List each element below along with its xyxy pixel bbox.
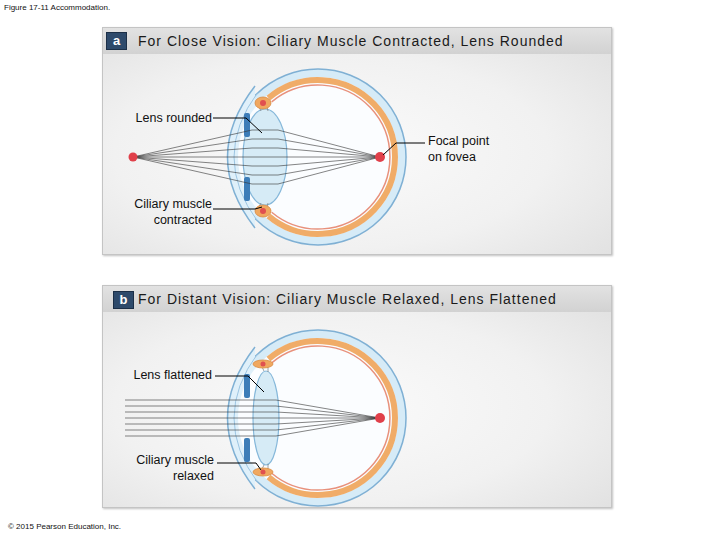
ray	[133, 148, 380, 157]
eye-distant	[125, 330, 406, 506]
panel-letter-badge: b	[113, 291, 134, 309]
ray	[133, 139, 380, 157]
ciliary-muscle	[253, 468, 273, 476]
part-label: Lens flattened	[100, 367, 212, 383]
part-label: Ciliary muscle relaxed	[100, 452, 214, 484]
ciliary-muscle-core	[261, 362, 266, 367]
part-label: Focal point on fovea	[428, 133, 503, 165]
ray	[133, 157, 380, 166]
ciliary-muscle	[255, 205, 271, 217]
panel-letter: a	[107, 33, 126, 49]
iris	[244, 113, 250, 137]
ciliary-muscle-core	[261, 470, 266, 475]
ciliary-muscle-core	[260, 208, 266, 214]
ray	[125, 418, 380, 430]
ray	[133, 130, 380, 157]
iris	[244, 438, 250, 462]
focal-point	[375, 413, 385, 423]
ray	[133, 157, 380, 175]
iris	[244, 177, 250, 201]
light-rays	[133, 130, 380, 184]
figure-title: Figure 17-11 Accommodation.	[4, 3, 110, 13]
ray	[125, 406, 380, 418]
ray	[133, 157, 380, 184]
part-label: Ciliary muscle contracted	[100, 196, 212, 228]
ray	[125, 412, 380, 418]
ciliary-muscle	[253, 360, 273, 368]
ray	[125, 418, 380, 424]
object-point	[129, 153, 138, 162]
copyright-note: © 2015 Pearson Education, Inc.	[8, 522, 208, 532]
panel-letter-badge: a	[106, 32, 127, 50]
leader-line	[213, 207, 262, 209]
panel-heading: For Close Vision: Ciliary Muscle Contrac…	[103, 28, 611, 54]
panel-heading: For Distant Vision: Ciliary Muscle Relax…	[103, 286, 611, 312]
light-rays	[125, 400, 380, 436]
ciliary-muscle	[255, 97, 271, 109]
ciliary-muscle-core	[260, 100, 266, 106]
eye-close	[129, 69, 407, 245]
leader-line	[217, 463, 261, 470]
ray	[125, 418, 380, 436]
leader-line	[215, 376, 264, 392]
ray	[125, 418, 380, 419]
leader-line	[213, 118, 262, 133]
leader-line	[383, 143, 425, 155]
ray	[125, 400, 380, 418]
ray	[133, 157, 380, 158]
focal-point	[375, 152, 385, 162]
panel-letter: b	[114, 292, 133, 308]
part-label: Lens rounded	[100, 110, 212, 126]
leader-lines	[213, 118, 425, 470]
